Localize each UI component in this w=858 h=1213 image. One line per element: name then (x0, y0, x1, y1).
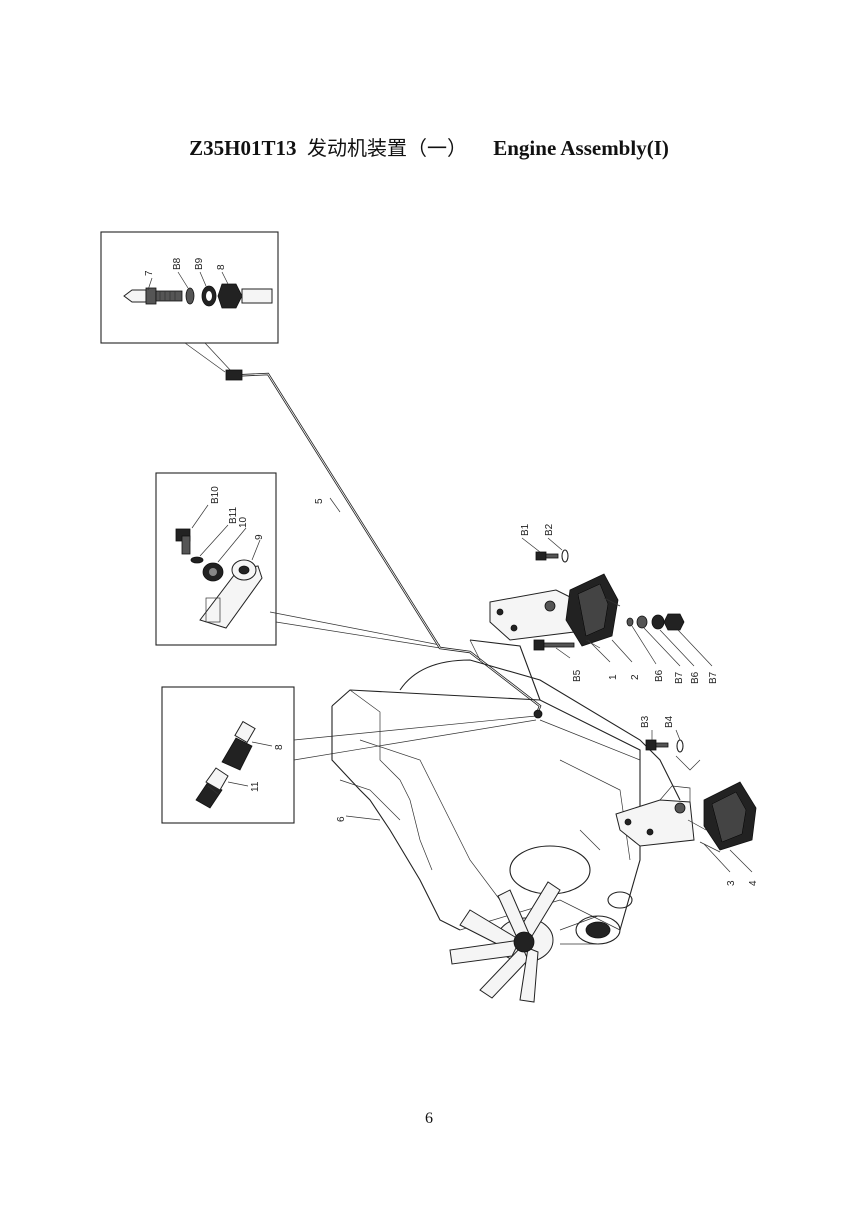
label-8-top: 8 (216, 264, 227, 270)
sleeve-10-icon (202, 562, 224, 582)
bolt-b5-icon (533, 639, 575, 651)
label-b5: B5 (572, 669, 583, 682)
rear-engine-mount: B1 B2 B5 1 2 B6 B7 B6 B7 (489, 523, 719, 684)
label-b1: B1 (520, 523, 531, 536)
washer-b11-icon (190, 556, 204, 564)
label-b6: B6 (654, 669, 665, 682)
washer-b4-icon (676, 739, 684, 753)
label-9: 9 (254, 534, 265, 540)
label-b11: B11 (228, 507, 239, 524)
label-7: 7 (144, 270, 155, 276)
label-1: 1 (608, 674, 619, 680)
label-3: 3 (726, 880, 737, 886)
washer-b2-icon (561, 549, 569, 563)
engine-block: 6 (331, 639, 681, 931)
label-b7: B7 (674, 671, 685, 684)
detail-box-middle: B10 B11 10 9 (155, 472, 441, 649)
label-b6b: B6 (690, 671, 701, 684)
title-chinese: 发动机装置（一） (307, 136, 467, 160)
washer-b6-icon (626, 617, 634, 627)
front-engine-mount: B3 B4 3 4 (615, 715, 759, 886)
title-english: Engine Assembly(I) (493, 136, 669, 160)
page-number: 6 (425, 1110, 433, 1127)
detail-box-lower: 8 11 (161, 686, 537, 824)
bolt-b3-icon (645, 739, 669, 751)
fitting-7-icon (123, 287, 183, 305)
nut-b7-icon (663, 613, 685, 631)
label-b9: B9 (194, 257, 205, 270)
ring-b7-icon (636, 615, 648, 629)
bolt-b1-icon (535, 551, 559, 561)
sensor-11-icon (195, 767, 229, 809)
pulley-icon (559, 891, 633, 945)
label-b8: B8 (172, 257, 183, 270)
cooling-fan-icon (449, 845, 591, 1003)
washer-b8-icon (185, 287, 195, 305)
label-b2: B2 (544, 523, 555, 536)
bolt-b10-icon (175, 528, 191, 555)
label-8-lower: 8 (274, 744, 285, 750)
page-title: Z35H01T13 发动机装置（一） Engine Assembly(I) (0, 132, 858, 161)
bracket-9-icon (199, 559, 263, 629)
label-5: 5 (314, 498, 325, 504)
label-b10: B10 (210, 486, 221, 504)
label-11: 11 (250, 781, 261, 792)
label-b3: B3 (640, 715, 651, 728)
label-6: 6 (336, 816, 347, 822)
oil-pipe-5: 5 (225, 369, 543, 719)
detail-box-top: 7 B8 B9 8 (100, 231, 279, 373)
washer-b6b-icon (651, 614, 665, 630)
ring-b9-icon (201, 285, 217, 307)
label-4: 4 (748, 880, 759, 886)
drawing-code: Z35H01T13 (189, 136, 297, 160)
label-10: 10 (238, 516, 249, 528)
label-b7b: B7 (708, 671, 719, 684)
label-b4: B4 (664, 715, 675, 728)
adapter-8-icon (221, 720, 256, 771)
label-2: 2 (630, 674, 641, 680)
nut-8-icon (217, 283, 273, 309)
